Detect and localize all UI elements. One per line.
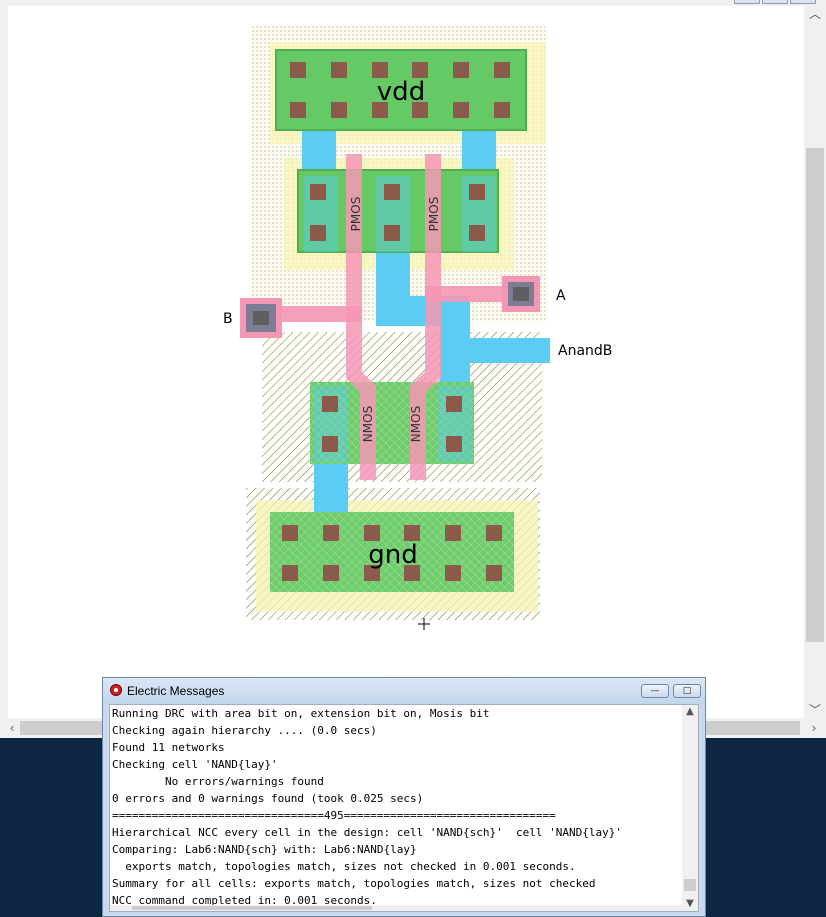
nmos-contact-cut — [446, 436, 462, 452]
pmos-contact-cut — [384, 184, 400, 200]
layout-editor-window: PMOS PMOS NMOS NMOS vdd gnd A B AnandB ︿… — [0, 0, 826, 738]
vdd-contact-cut — [494, 102, 510, 118]
nmos-contact-cut — [446, 396, 462, 412]
messages-titlebar[interactable]: Electric Messages — □ — [103, 678, 705, 704]
messages-log: Running DRC with area bit on, extension … — [112, 705, 682, 909]
gnd-contact-cut — [282, 525, 298, 541]
poly-b-route — [256, 306, 362, 322]
electric-app-icon — [110, 684, 122, 696]
window-top-edge — [0, 0, 826, 6]
message-line: Checking again hierarchy .... (0.0 secs) — [112, 724, 377, 737]
vdd-well-contact — [275, 49, 527, 131]
label-vdd: vdd — [377, 77, 425, 107]
vdd-contact-cut — [494, 62, 510, 78]
gnd-contact-cut — [364, 525, 380, 541]
poly-gate-a — [410, 154, 441, 480]
vdd-contact-cut — [372, 102, 388, 118]
nmos-contact-cut — [322, 436, 338, 452]
layout-canvas[interactable]: PMOS PMOS NMOS NMOS vdd gnd A B AnandB — [8, 6, 804, 718]
label-export-b: B — [223, 311, 233, 327]
minimize-button[interactable]: — — [641, 684, 669, 698]
minimize-button-partial[interactable] — [734, 0, 760, 4]
gnd-contact-cut — [445, 565, 461, 581]
messages-scroll-thumb[interactable] — [684, 879, 696, 891]
metal1-anandb-export — [440, 338, 550, 363]
label-export-anandb: AnandB — [558, 343, 612, 359]
scroll-right-arrow-icon[interactable]: › — [811, 721, 817, 735]
gnd-contact-cut — [323, 565, 339, 581]
gnd-contact-cut — [282, 565, 298, 581]
nand-layout[interactable]: PMOS PMOS NMOS NMOS vdd gnd A B AnandB — [8, 6, 804, 718]
poly-a-route — [425, 286, 525, 302]
vdd-contact-cut — [290, 62, 306, 78]
export-pin-a-center — [513, 287, 529, 301]
close-button-partial[interactable] — [790, 0, 816, 4]
vdd-contact-cut — [453, 102, 469, 118]
export-pin-b-center — [253, 311, 269, 325]
message-line: Found 11 networks — [112, 741, 225, 754]
scroll-left-arrow-icon[interactable]: ‹ — [9, 721, 15, 735]
crosshair-cursor — [418, 618, 430, 630]
gnd-contact-crosshatch — [270, 512, 514, 592]
vdd-contact-cut — [290, 102, 306, 118]
vdd-contact-cut — [453, 62, 469, 78]
label-nmos-right: NMOS — [409, 406, 423, 442]
nmos-contact-cut — [322, 396, 338, 412]
message-line: ================================495=====… — [112, 809, 556, 822]
gnd-contact-cut — [404, 565, 420, 581]
label-export-a: A — [556, 288, 566, 304]
gnd-contact-cut — [364, 565, 380, 581]
vdd-contact-cut — [331, 102, 347, 118]
gnd-contact-cut — [323, 525, 339, 541]
pmos-contact-cut — [310, 184, 326, 200]
vdd-contact-cut — [412, 62, 428, 78]
message-line: No errors/warnings found — [112, 775, 324, 788]
scroll-down-arrow-icon[interactable]: ﹀ — [808, 703, 821, 717]
message-line: Summary for all cells: exports match, to… — [112, 877, 596, 890]
message-line: Comparing: Lab6:NAND{sch} with: Lab6:NAN… — [112, 843, 417, 856]
message-line: 0 errors and 0 warnings found (took 0.02… — [112, 792, 424, 805]
messages-scroll-up-icon[interactable]: ▲ — [686, 706, 694, 717]
label-gnd: gnd — [368, 540, 418, 570]
messages-vertical-scrollbar[interactable]: ▲ ▼ — [682, 705, 698, 911]
gnd-contact-cut — [445, 525, 461, 541]
vdd-contact-cut — [412, 102, 428, 118]
messages-title: Electric Messages — [127, 684, 225, 698]
electric-messages-window[interactable]: Electric Messages — □ Running DRC with a… — [102, 677, 706, 917]
scroll-up-arrow-icon[interactable]: ︿ — [808, 7, 821, 21]
messages-text-area[interactable]: Running DRC with area bit on, extension … — [109, 704, 699, 912]
vdd-contact-cut — [331, 62, 347, 78]
pmos-contact-cut — [384, 225, 400, 241]
message-line: exports match, topologies match, sizes n… — [112, 860, 576, 873]
label-pmos-right: PMOS — [427, 197, 441, 232]
message-line: Running DRC with area bit on, extension … — [112, 707, 490, 720]
message-line: Hierarchical NCC every cell in the desig… — [112, 826, 622, 839]
message-line: NCC command completed in: 0.001 seconds. — [112, 894, 377, 907]
pmos-contact-cut — [469, 184, 485, 200]
contact-cuts — [282, 62, 510, 581]
vertical-scrollbar[interactable]: ︿ ﹀ — [804, 6, 826, 718]
vertical-scroll-thumb[interactable] — [806, 148, 824, 642]
pmos-contact-cut — [469, 225, 485, 241]
gnd-contact-cut — [486, 525, 502, 541]
vdd-contact-cut — [372, 62, 388, 78]
label-pmos-left: PMOS — [349, 197, 363, 232]
gnd-contact-cut — [404, 525, 420, 541]
gnd-contact-cut — [486, 565, 502, 581]
messages-scroll-down-icon[interactable]: ▼ — [686, 898, 694, 909]
maximize-button-partial[interactable] — [762, 0, 788, 4]
label-nmos-left: NMOS — [361, 406, 375, 442]
messages-horizontal-scrollbar[interactable] — [110, 905, 682, 911]
pmos-contact-cut — [310, 225, 326, 241]
maximize-button[interactable]: □ — [673, 684, 701, 698]
message-line: Checking cell 'NAND{lay}' — [112, 758, 278, 771]
messages-hscroll-thumb[interactable] — [132, 906, 372, 910]
